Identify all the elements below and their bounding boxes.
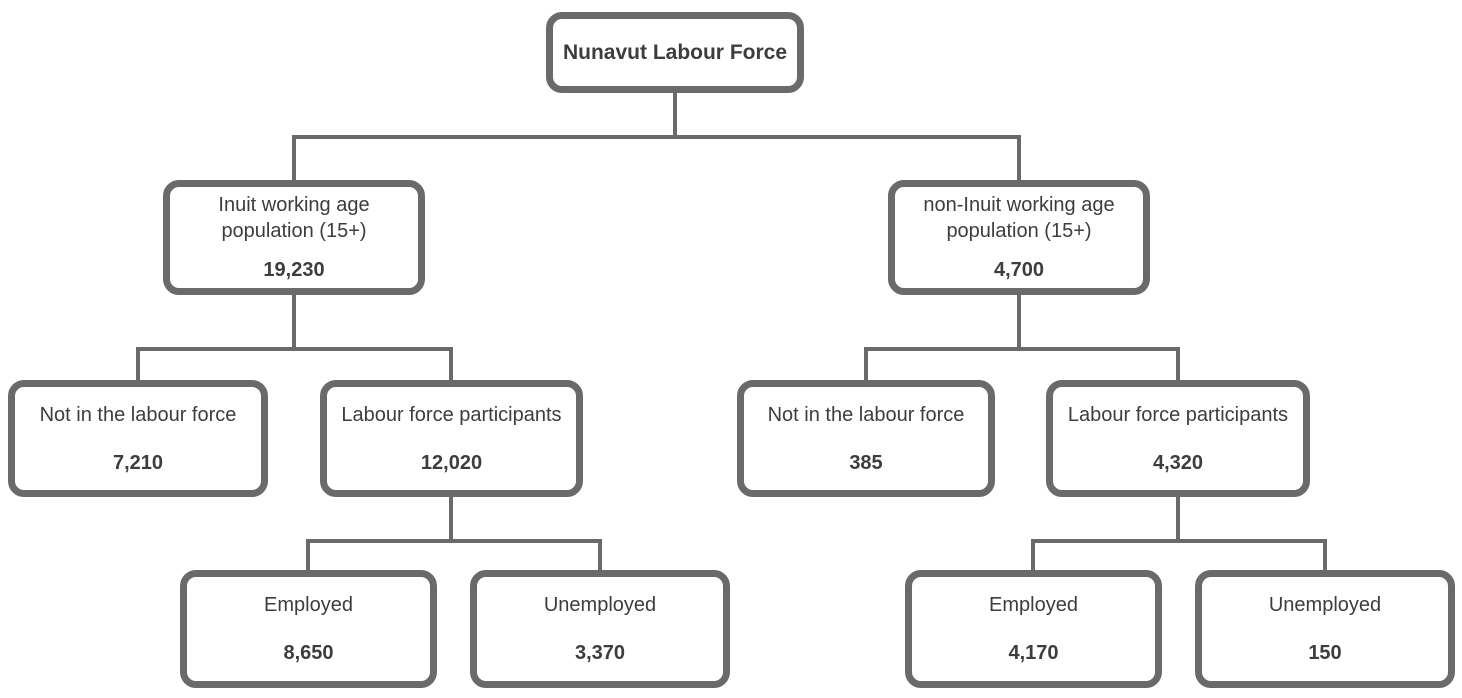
node-value: 385	[849, 451, 883, 474]
node-value: 7,210	[112, 451, 164, 474]
node-non-inuit-working-age-population: non-Inuit working age population (15+) 4…	[888, 180, 1150, 295]
node-inuit-labour-force-participants: Labour force participants 12,020	[320, 380, 583, 497]
node-non-inuit-unemployed: Unemployed 150	[1195, 570, 1455, 688]
node-value: 4,700	[993, 259, 1045, 281]
node-label: Unemployed	[1268, 594, 1382, 616]
node-value: 4,170	[1008, 642, 1059, 664]
connector-root-bracket	[292, 135, 1021, 180]
node-label: Not in the labour force	[767, 403, 965, 426]
node-value: 150	[1308, 642, 1342, 664]
node-inuit-not-in-labour-force: Not in the labour force 7,210	[8, 380, 268, 497]
node-inuit-unemployed: Unemployed 3,370	[470, 570, 730, 688]
node-label: non-Inuit working age population (15+)	[923, 194, 1115, 242]
node-non-inuit-employed: Employed 4,170	[905, 570, 1162, 688]
node-nunavut-labour-force: Nunavut Labour Force	[546, 12, 804, 93]
node-label: Employed	[264, 594, 353, 616]
node-label: Labour force participants	[341, 403, 562, 426]
node-value: 3,370	[574, 642, 626, 664]
node-inuit-working-age-population: Inuit working age population (15+) 19,23…	[163, 180, 425, 295]
node-label: Not in the labour force	[39, 403, 237, 426]
node-label: Employed	[989, 594, 1078, 616]
node-title: Nunavut Labour Force	[562, 40, 788, 64]
node-non-inuit-not-in-labour-force: Not in the labour force 385	[737, 380, 995, 497]
connector-inuit-lf-bracket	[306, 539, 602, 570]
node-value: 8,650	[283, 642, 334, 664]
node-label: Inuit working age population (15+)	[218, 194, 370, 242]
node-label: Unemployed	[543, 594, 657, 616]
connector-inuit-bracket	[136, 347, 453, 380]
connector-noninuit-bracket	[864, 347, 1180, 380]
node-value: 4,320	[1152, 451, 1204, 474]
node-non-inuit-labour-force-participants: Labour force participants 4,320	[1046, 380, 1310, 497]
node-inuit-employed: Employed 8,650	[180, 570, 437, 688]
node-value: 19,230	[263, 259, 325, 281]
node-label: Labour force participants	[1067, 403, 1289, 426]
connector-noninuit-lf-bracket	[1031, 539, 1327, 570]
node-value: 12,020	[420, 451, 483, 474]
